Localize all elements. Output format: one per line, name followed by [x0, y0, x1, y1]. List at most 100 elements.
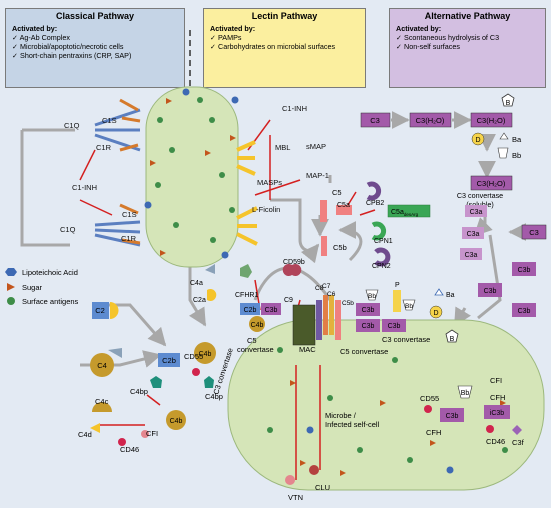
cd46-right-label: CD46	[486, 437, 505, 446]
c5-convertase-left: C2b C3b C4b C5 convertase	[237, 303, 281, 354]
cfh-right-label: CFH	[490, 393, 505, 402]
c6-label: C6	[327, 291, 336, 298]
cpb2-label: CPB2	[366, 200, 384, 207]
c3b-label: C3b	[518, 267, 531, 274]
c1-complex-top	[94, 98, 141, 152]
cd46-left-label: CD46	[120, 445, 139, 454]
microbe-label: Microbe /	[325, 411, 357, 420]
microbe-sub-label: Infected self-cell	[325, 420, 380, 429]
c3b-label: C3b	[265, 307, 278, 314]
right-regulators: Bb CD55 C3b CFH CFI CFH iC3b CD46 C3f	[420, 376, 525, 447]
alternative-pathway-box: Alternative Pathway Activated by: Sconta…	[389, 8, 546, 88]
c5-label: C5	[332, 188, 342, 197]
c1inh-top-label: C1-INH	[282, 104, 307, 113]
lectin-pathway-box: Lectin Pathway Activated by: PAMPs Carbo…	[203, 8, 366, 88]
c4c-label: C4c	[95, 397, 109, 406]
classical-item: Short-chain pentraxins (CRP, SAP)	[12, 51, 178, 60]
c3b-label: C3b	[446, 413, 459, 420]
b-label: B	[506, 100, 511, 107]
lectin-item: PAMPs	[210, 33, 359, 42]
mac-label: MAC	[299, 345, 316, 354]
c3h2o-label: C3(H₂O)	[416, 116, 445, 125]
clu-label: CLU	[315, 483, 330, 492]
lectin-labels: C1-INH MBL sMAP MASPs MAP-1 L-Ficolin	[252, 104, 329, 214]
c3a-label: C3a	[465, 252, 478, 259]
c3-right-label: C3	[529, 228, 539, 237]
c5b-label: C5b	[333, 243, 347, 252]
alt-soluble: C3 C3(H₂O) C3(H₂O) B D Ba Bb C3(H₂O) C3 …	[360, 93, 522, 209]
c1-complex-bottom	[94, 203, 141, 247]
map1-label: MAP-1	[306, 171, 329, 180]
mbl-label: MBL	[275, 143, 290, 152]
c5-area: C5 C5a CPB2 C5adesArg CPN1 CPN2 C5b	[320, 181, 431, 270]
d-label: D	[475, 137, 480, 144]
ba-label: Ba	[446, 292, 455, 299]
classical-title: Classical Pathway	[55, 11, 135, 21]
ba-top-label: Ba	[512, 135, 522, 144]
cpn1-label: CPN1	[374, 238, 393, 245]
cpn2-label: CPN2	[372, 263, 391, 270]
c1s-bottom-label: C1S	[122, 210, 137, 219]
classical-activated: Activated by:	[12, 24, 58, 33]
bb-top-label: Bb	[512, 151, 521, 160]
lectin-activated: Activated by:	[210, 24, 256, 33]
c4-label: C4	[97, 361, 107, 370]
classical-item: Microbial/apoptotic/necrotic cells	[12, 42, 178, 51]
cd55-a-label: CD55	[184, 352, 203, 361]
ic3b-label: iC3b	[490, 410, 505, 417]
cfhr1-label: CFHR1	[235, 292, 258, 299]
legend-sugar-label: Sugar	[22, 283, 43, 292]
c2a-label: C2a	[193, 297, 206, 304]
vtn-label: VTN	[288, 493, 303, 502]
c4a-c2a: C4a C2a	[190, 264, 217, 304]
c3h2o-label: C3(H₂O)	[477, 179, 506, 188]
masps-label: MASPs	[257, 178, 282, 187]
alternative-item: Non-self surfaces	[396, 42, 539, 51]
c3a-label: C3a	[470, 209, 483, 216]
cd55-b-label: CD55	[420, 394, 439, 403]
c4d-label: C4d	[78, 430, 92, 439]
legend-lta-label: Lipoteichoic Acid	[22, 268, 78, 277]
surface-antigens	[155, 97, 508, 463]
mbl-complex	[236, 140, 258, 246]
lectin-item: Carbohydrates on microbial surfaces	[210, 42, 359, 51]
c3conv-soluble-label: C3 convertase	[457, 191, 503, 200]
pathway-arrows	[20, 111, 527, 382]
c1q-bottom-label: C1Q	[60, 225, 76, 234]
c3conv-mid-label: C3 convertase	[382, 335, 430, 344]
c5-convertase-mid: C3b C3b C3b Bb C5 convertase P Bb Ba D C…	[340, 282, 459, 356]
c1inh-left-label: C1-INH	[72, 183, 97, 192]
c3f-label: C3f	[512, 438, 525, 447]
c3b-label: C3b	[484, 288, 497, 295]
lipoteichoic-acids	[144, 88, 454, 474]
lectin-title: Lectin Pathway	[251, 11, 318, 21]
alternative-activated: Activated by:	[396, 24, 442, 33]
smap-label: sMAP	[306, 142, 326, 151]
cfh-low-label: CFH	[426, 428, 441, 437]
c4bp-b-label: C4bp	[205, 392, 223, 401]
c2b-label: C2b	[244, 307, 257, 314]
c8-label: C8	[315, 285, 324, 292]
bb-label: Bb	[368, 293, 376, 300]
legend-sugar-icon	[7, 283, 15, 291]
lficolin-label: L-Ficolin	[252, 205, 280, 214]
c4b-label: C4b	[251, 322, 264, 329]
cd59b-label: CD59b	[283, 259, 305, 266]
c3b-label: C3b	[388, 323, 401, 330]
c3b-label: C3b	[362, 323, 375, 330]
c5b-mac-label: C5b	[342, 300, 354, 307]
d-label: D	[433, 310, 438, 317]
c2b-label: C2b	[162, 356, 176, 365]
microbe-cell-top	[145, 86, 239, 268]
classical-pathway-box: Classical Pathway Activated by: Ag-Ab Co…	[5, 8, 185, 88]
classical-item: Ag-Ab Complex	[12, 33, 178, 42]
c5conv-mid-label: C5 convertase	[340, 347, 388, 356]
legend-antigen-icon	[7, 297, 15, 305]
c5conv-left-sub: convertase	[237, 345, 274, 354]
c5conv-left-label: C5	[247, 336, 257, 345]
bb-label: Bb	[461, 390, 470, 397]
c4bp-a-label: C4bp	[130, 387, 148, 396]
c4a-label: C4a	[190, 280, 203, 287]
